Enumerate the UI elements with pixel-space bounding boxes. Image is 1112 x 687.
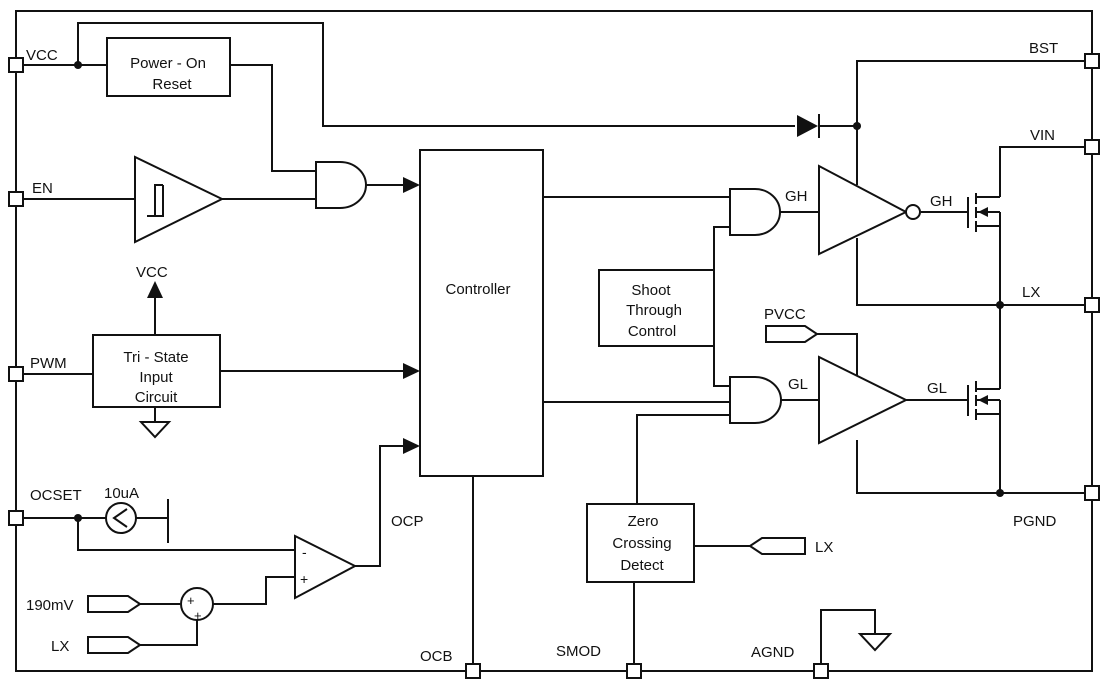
pin-label-pgnd: PGND (1013, 513, 1057, 530)
pin-bst (1084, 53, 1100, 69)
pin-label-ocset: OCSET (30, 487, 82, 504)
ic-boundary (15, 10, 1093, 672)
sum-plus-bottom-label: + (194, 608, 202, 623)
ocp-label: OCP (391, 513, 424, 530)
pvcc-label: PVCC (764, 306, 806, 323)
pin-label-vcc: VCC (26, 47, 58, 64)
shoot-through-control-block: Shoot Through Control (598, 269, 715, 347)
tri-state-label-line2: Input (139, 369, 173, 386)
tri-state-label-line1: Tri - State (123, 349, 188, 366)
high-side-mosfet-icon (967, 193, 1001, 232)
gh-and-gate (729, 188, 781, 236)
gh-driver-output-label: GH (930, 193, 953, 210)
low-side-driver (818, 355, 909, 445)
gl-driver-output-label: GL (927, 380, 947, 397)
gl-gate-output-label: GL (788, 376, 808, 393)
pin-lx (1084, 297, 1100, 313)
por-label-line1: Power - On (130, 55, 206, 72)
pin-labels: VCC EN PWM OCSET BST VIN LX PGND OCB SMO… (26, 40, 1058, 665)
ref-190mv-label: 190mV (26, 597, 74, 614)
pin-ocset (8, 510, 24, 526)
sum-plus-top-label: + (187, 593, 195, 608)
signal-labels: VCC GH GH GL GL PVCC LX OCP 10uA 190mV L… (26, 188, 953, 655)
pin-pgnd (1084, 485, 1100, 501)
ocp-comparator: - + (294, 534, 358, 600)
zero-label-line1: Zero (628, 513, 659, 530)
current-source-label: 10uA (104, 485, 139, 502)
controller-label: Controller (445, 281, 510, 298)
current-source-icon (105, 499, 169, 543)
tri-state-label-line3: Circuit (135, 389, 178, 406)
shoot-label-line3: Control (628, 323, 676, 340)
pin-label-bst: BST (1029, 40, 1058, 57)
pin-pwm (8, 366, 24, 382)
pin-agnd (813, 663, 829, 679)
bootstrap-diode-icon (797, 114, 857, 138)
agnd-ground-icon (857, 633, 893, 652)
shoot-label-line1: Shoot (631, 282, 671, 299)
ground-icon (138, 421, 172, 439)
input-flags (87, 325, 819, 654)
lx-zcd-flag-icon (748, 537, 806, 555)
comparator-minus-label: - (302, 544, 307, 560)
controller-block: Controller (419, 149, 544, 477)
zero-crossing-detect-block: Zero Crossing Detect (586, 503, 695, 583)
lx-ocp-flag-icon (87, 636, 142, 654)
lx-zcd-label: LX (815, 539, 833, 556)
pins (8, 53, 1100, 679)
pin-label-agnd: AGND (751, 644, 795, 661)
pin-vin (1084, 139, 1100, 155)
gl-and-gate (729, 376, 782, 424)
vcc-internal-label: VCC (136, 264, 168, 281)
zero-label-line2: Crossing (612, 535, 671, 552)
pin-en (8, 191, 24, 207)
pin-label-vin: VIN (1030, 127, 1055, 144)
pvcc-flag-icon (765, 325, 819, 343)
pin-vcc (8, 57, 24, 73)
ref-190mv-flag-icon (87, 595, 142, 613)
tri-state-input-block: Tri - State Input Circuit (92, 334, 221, 408)
low-side-mosfet-icon (967, 381, 1001, 420)
zero-label-line3: Detect (620, 557, 664, 574)
pin-smod (626, 663, 642, 679)
high-side-driver (818, 164, 921, 256)
wires (16, 22, 1092, 671)
summing-junction-icon: + + (180, 587, 214, 623)
pin-label-en: EN (32, 180, 53, 197)
pin-ocb (465, 663, 481, 679)
comparator-plus-label: + (300, 571, 308, 587)
por-label-line2: Reset (152, 76, 192, 93)
enable-and-gate (315, 161, 367, 209)
arrowheads (147, 177, 420, 454)
power-on-reset-block: Power - On Reset (106, 37, 231, 97)
pin-label-ocb: OCB (420, 648, 453, 665)
gh-gate-output-label: GH (785, 188, 808, 205)
pin-label-pwm: PWM (30, 355, 67, 372)
shoot-label-line2: Through (626, 302, 682, 319)
schmitt-trigger-buffer (134, 155, 225, 244)
pin-label-lx: LX (1022, 284, 1040, 301)
pin-label-smod: SMOD (556, 643, 601, 660)
lx-ocp-label: LX (51, 638, 69, 655)
